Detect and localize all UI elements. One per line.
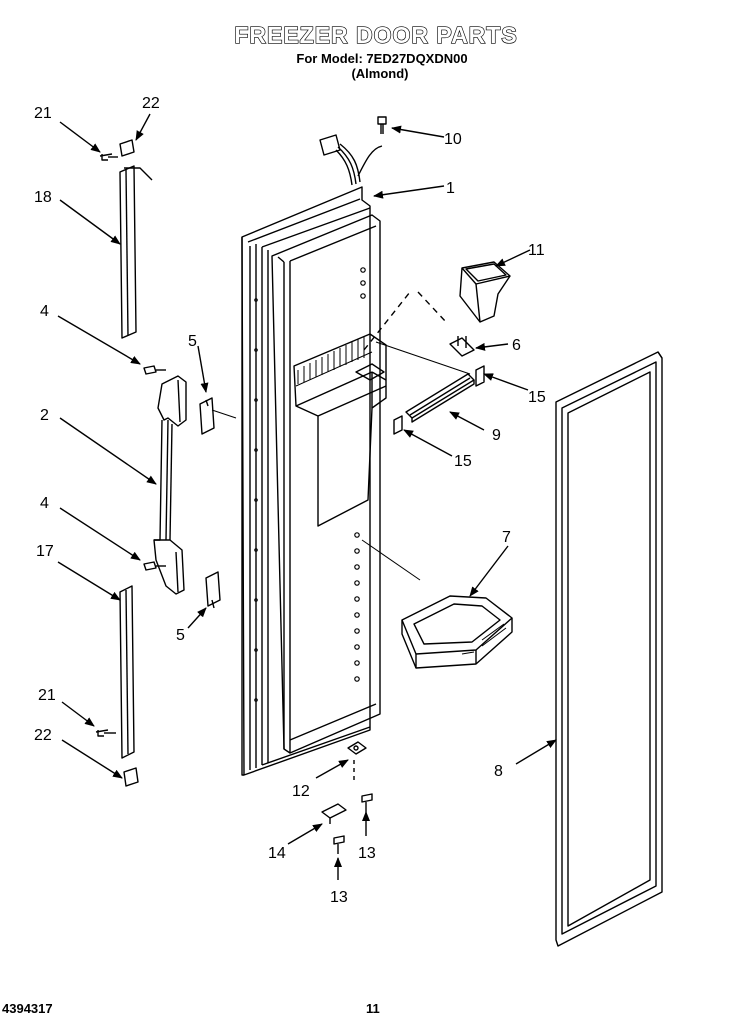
trim-part-18 (119, 165, 153, 339)
callout-5-upper: 5 (188, 333, 197, 350)
screw-part-13-lower (333, 835, 345, 854)
callout-17: 17 (36, 543, 54, 560)
callout-1: 1 (446, 180, 455, 197)
model-line: For Model: 7ED27DQXDN00 (296, 51, 468, 66)
callout-21-lower: 21 (38, 687, 56, 704)
screw-part-4-lower (143, 561, 166, 571)
screw-part-21-top (99, 153, 118, 161)
callout-4-upper: 4 (40, 303, 49, 320)
callout-8: 8 (494, 763, 503, 780)
leader-lines (57, 113, 557, 880)
clip-part-22-bottom (123, 767, 139, 787)
callout-13-upper: 13 (358, 845, 376, 862)
callout-6: 6 (512, 337, 521, 354)
callout-22-lower: 22 (34, 727, 52, 744)
ice-chute-part-11 (459, 261, 511, 323)
callout-21-upper: 21 (34, 105, 52, 122)
door-panel (241, 134, 387, 776)
callout-13-lower: 13 (330, 889, 348, 906)
bracket-part-6 (449, 336, 475, 357)
gasket-part-8 (555, 351, 663, 947)
callout-4-lower: 4 (40, 495, 49, 512)
screw-part-10 (377, 116, 387, 134)
hinge-part-12 (347, 741, 367, 755)
callout-15-lower: 15 (454, 453, 472, 470)
callout-12: 12 (292, 783, 310, 800)
rail-part-9 (405, 373, 475, 423)
screw-part-13-upper (361, 793, 373, 812)
callout-11: 11 (528, 242, 545, 259)
clip-part-15-lower (393, 415, 403, 435)
page-title: FREEZER DOOR PARTS (234, 21, 518, 48)
cap-part-5-lower (205, 571, 221, 609)
callout-9: 9 (492, 427, 501, 444)
callout-22-upper: 22 (142, 95, 160, 112)
bracket-part-14 (321, 803, 347, 824)
tray-part-7 (401, 595, 513, 669)
document-number: 4394317 (2, 1001, 53, 1016)
callout-18: 18 (34, 189, 52, 206)
callout-labels: 1 2 4 4 5 5 6 7 8 9 10 11 12 13 13 14 15… (34, 95, 546, 906)
callout-5-lower: 5 (176, 627, 185, 644)
clip-part-15-upper (475, 365, 485, 387)
callout-7: 7 (502, 529, 511, 546)
trim-part-17 (119, 585, 135, 759)
screw-part-4-upper (143, 365, 166, 375)
cap-part-5-upper (199, 397, 215, 435)
callout-15-upper: 15 (528, 389, 546, 406)
page-number: 11 (366, 1001, 380, 1016)
callout-10: 10 (444, 131, 462, 148)
screw-part-21-bottom (95, 729, 116, 737)
callout-14: 14 (268, 845, 286, 862)
handle-part-2 (153, 375, 187, 595)
color-line: (Almond) (351, 66, 409, 81)
clip-part-22-top (119, 139, 135, 157)
callout-2: 2 (40, 407, 49, 424)
